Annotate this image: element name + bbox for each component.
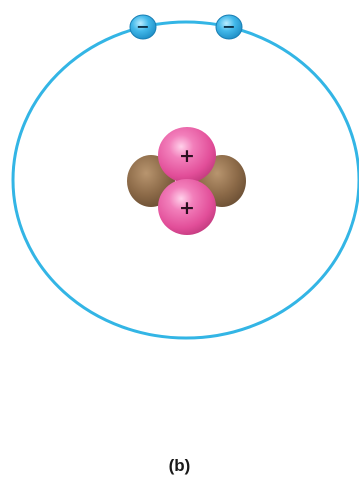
electron-left: − bbox=[130, 15, 156, 39]
figure-caption: (b) bbox=[0, 456, 359, 476]
proton-bottom: + bbox=[158, 179, 216, 235]
proton-top-charge: + bbox=[179, 145, 195, 167]
proton-top: + bbox=[158, 127, 216, 183]
electron-right: − bbox=[216, 15, 242, 39]
proton-bottom-charge: + bbox=[179, 197, 195, 219]
electron-right-charge: − bbox=[222, 17, 235, 36]
electron-left-charge: − bbox=[136, 17, 149, 36]
